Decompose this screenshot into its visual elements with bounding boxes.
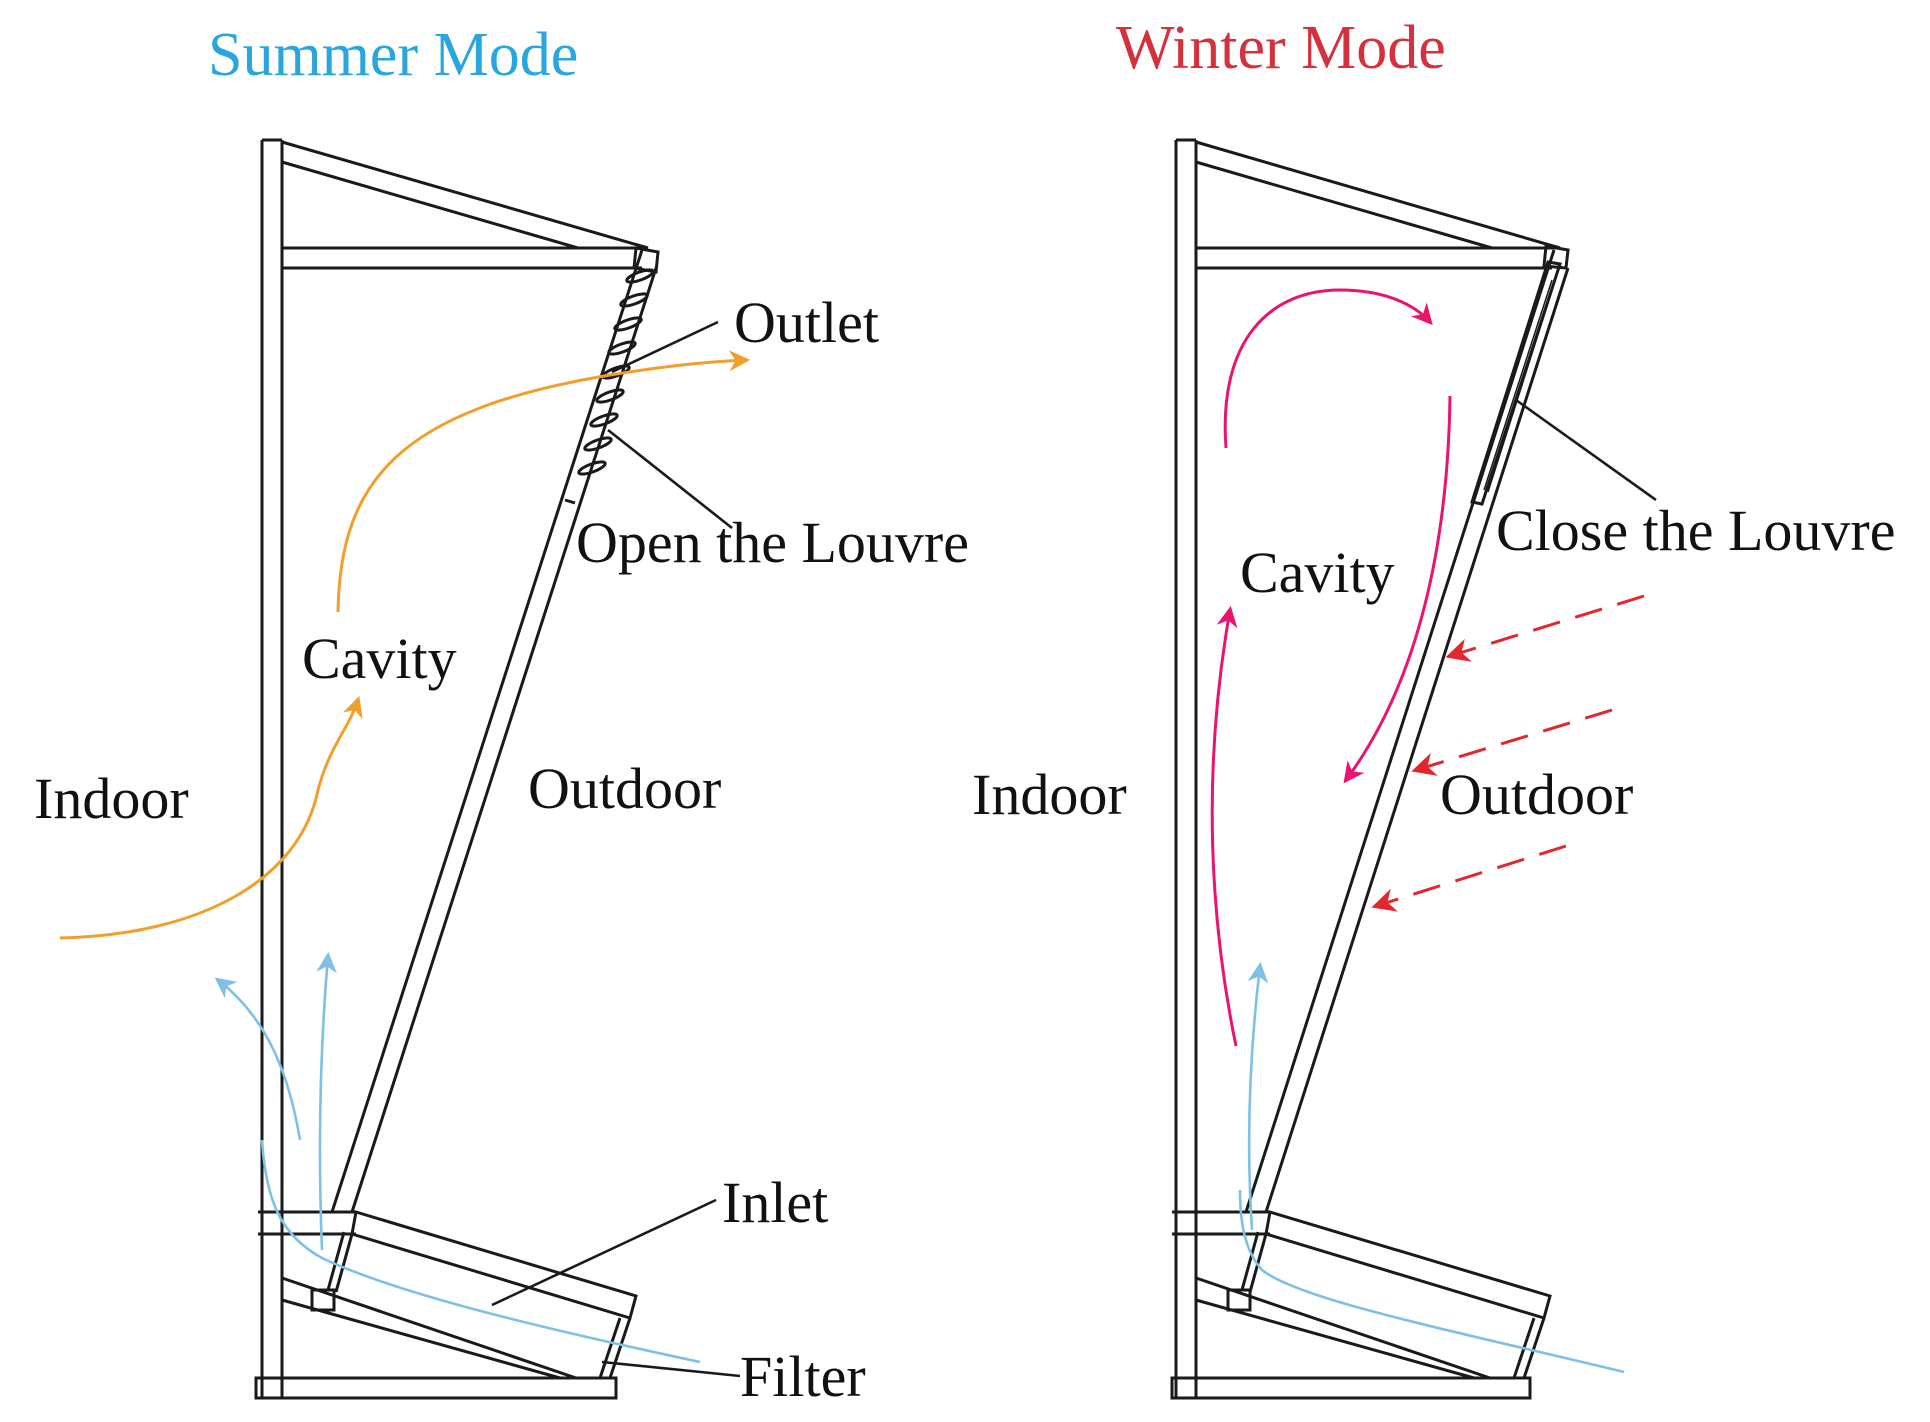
fresh-air-indoor-arrow: [214, 977, 302, 1141]
up-circulation-arrow: [1210, 605, 1238, 1047]
inlet-label: Inlet: [722, 1170, 828, 1235]
winter-leader-lines: [1515, 398, 1657, 502]
cavity-to-outlet-arrow: [336, 350, 751, 613]
top-circulation-arrow: [1223, 288, 1433, 449]
indoor-to-cavity-arrow: [59, 696, 363, 940]
winter-facade-frame: [1170, 138, 1570, 1400]
winter-labels: Close the Louvre Cavity Indoor Outdoor: [972, 498, 1895, 827]
summer-cavity-label: Cavity: [302, 626, 457, 691]
summer-title: Summer Mode: [208, 21, 578, 89]
winter-panel: Winter Mode: [972, 14, 1895, 1400]
winter-fresh-airflow: [1238, 961, 1625, 1374]
winter-cavity-label: Cavity: [1240, 540, 1395, 605]
summer-indoor-label: Indoor: [34, 766, 189, 831]
open-louvre-label: Open the Louvre: [576, 510, 969, 575]
summer-fresh-airflow: [214, 951, 701, 1364]
down-circulation-arrow: [1343, 395, 1452, 784]
radiation-arrow-2: [1411, 708, 1613, 776]
winter-indoor-label: Indoor: [972, 762, 1127, 827]
filter-label: Filter: [740, 1344, 866, 1409]
radiation-arrow-3: [1371, 844, 1567, 912]
summer-warm-airflow: [59, 350, 751, 940]
summer-leader-lines: [491, 320, 741, 1378]
winter-solar-radiation: [1371, 594, 1645, 912]
summer-louvre-blades: [577, 268, 655, 476]
summer-labels: Outlet Open the Louvre Cavity Indoor Out…: [34, 290, 969, 1409]
winter-fresh-air-up-arrow: [1247, 961, 1269, 1231]
winter-cavity-circulation: [1210, 288, 1452, 1047]
winter-inlet-airflow-line: [1238, 1189, 1625, 1374]
winter-title: Winter Mode: [1116, 14, 1446, 82]
winter-outdoor-label: Outdoor: [1440, 762, 1633, 827]
fresh-air-up-arrow: [316, 951, 337, 1251]
inlet-airflow-line: [260, 1139, 701, 1364]
summer-outdoor-label: Outdoor: [528, 756, 721, 821]
close-louvre-label: Close the Louvre: [1496, 498, 1895, 563]
summer-panel: Summer Mode: [34, 21, 969, 1409]
radiation-arrow-1: [1445, 594, 1645, 662]
outlet-label: Outlet: [734, 290, 879, 355]
